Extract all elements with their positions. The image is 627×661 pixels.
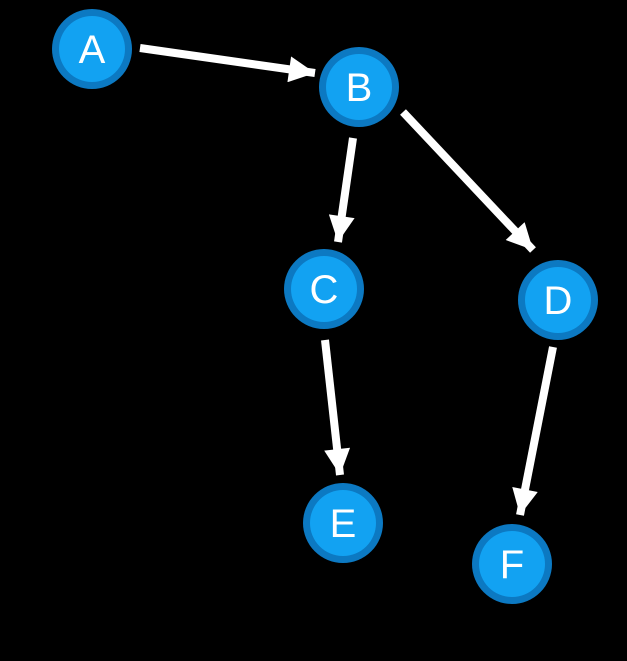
edge-arrow-d-f bbox=[512, 346, 557, 516]
graph-node-e[interactable]: E bbox=[303, 483, 383, 563]
node-fill bbox=[310, 490, 376, 556]
edges-layer bbox=[139, 44, 557, 516]
graph-node-d[interactable]: D bbox=[518, 260, 598, 340]
node-fill bbox=[479, 531, 545, 597]
graph-node-a[interactable]: A bbox=[52, 9, 132, 89]
edge-arrow-c-e bbox=[321, 339, 351, 476]
node-fill bbox=[291, 256, 357, 322]
edge-arrow-b-c bbox=[328, 137, 357, 243]
node-fill bbox=[59, 16, 125, 82]
node-fill bbox=[525, 267, 591, 333]
node-fill bbox=[326, 54, 392, 120]
edge-arrow-b-d bbox=[400, 109, 536, 253]
edge-arrow-a-b bbox=[139, 44, 316, 83]
graph-node-f[interactable]: F bbox=[472, 524, 552, 604]
graph-node-c[interactable]: C bbox=[284, 249, 364, 329]
nodes-layer: A B C D E F bbox=[52, 9, 598, 604]
graph-node-b[interactable]: B bbox=[319, 47, 399, 127]
